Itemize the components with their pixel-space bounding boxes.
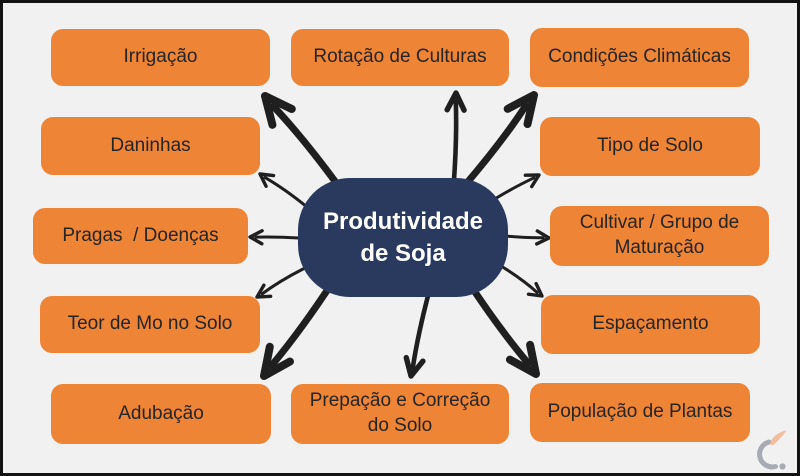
factor-label: Prepação e Correção do Solo (309, 390, 496, 436)
arrow-center-to-condicoes-climaticas (462, 91, 538, 188)
center-node-label: Produtividade de Soja (322, 207, 484, 267)
factor-label: Condições Climáticas (548, 46, 731, 68)
factor-rotacao-de-culturas: Rotação de Culturas (291, 29, 509, 86)
arrow-center-to-teor-de-mo (255, 267, 305, 299)
factor-daninhas: Daninhas (41, 117, 260, 175)
factor-label: Tipo de Solo (597, 135, 703, 157)
factor-label: Teor de Mo no Solo (67, 313, 233, 335)
factor-label: Adubação (118, 402, 204, 424)
center-node: Produtividade de Soja (298, 178, 508, 297)
factor-label: Daninhas (110, 134, 191, 156)
arrow-center-to-daninhas (258, 172, 309, 209)
factor-label: Rotação de Culturas (313, 46, 487, 68)
arrow-center-to-espacamento (499, 264, 544, 298)
logo-c-arc (757, 439, 778, 470)
c-dot-logo-icon (757, 430, 787, 470)
factor-label: Pragas / Doenças (62, 224, 219, 246)
logo-peach-flame (770, 430, 787, 446)
factor-espacamento: Espaçamento (541, 295, 760, 354)
arrow-center-to-populacao (463, 276, 540, 378)
factor-pragas-doencas: Pragas / Doenças (33, 208, 248, 264)
arrow-center-to-adubacao (260, 276, 338, 380)
factor-irrigacao: Irrigação (51, 29, 270, 86)
factor-label: Cultivar / Grupo de Maturação (579, 212, 745, 258)
factor-label: Espaçamento (592, 313, 709, 335)
factor-teor-de-mo-no-solo: Teor de Mo no Solo (40, 296, 260, 353)
factor-label: População de Plantas (547, 401, 733, 423)
factor-prepacao-correcao-solo: Prepação e Correção do Solo (291, 384, 509, 444)
factor-tipo-de-solo: Tipo de Solo (540, 117, 760, 176)
arrow-center-to-irrigacao (261, 92, 341, 188)
factor-populacao-de-plantas: População de Plantas (530, 383, 750, 442)
arrow-center-to-cultivar (503, 229, 551, 246)
logo-dot (779, 463, 786, 470)
factor-cultivar-grupo-maturacao: Cultivar / Grupo de Maturação (550, 206, 769, 266)
factor-label: Irrigação (123, 46, 198, 68)
arrow-center-to-prepacao (403, 289, 432, 379)
arrow-center-to-pragas-doencas (248, 229, 301, 246)
factor-condicoes-climaticas: Condições Climáticas (530, 28, 749, 87)
arrow-center-to-rotacao-de-culturas (444, 90, 467, 183)
factor-adubacao: Adubação (51, 384, 271, 444)
